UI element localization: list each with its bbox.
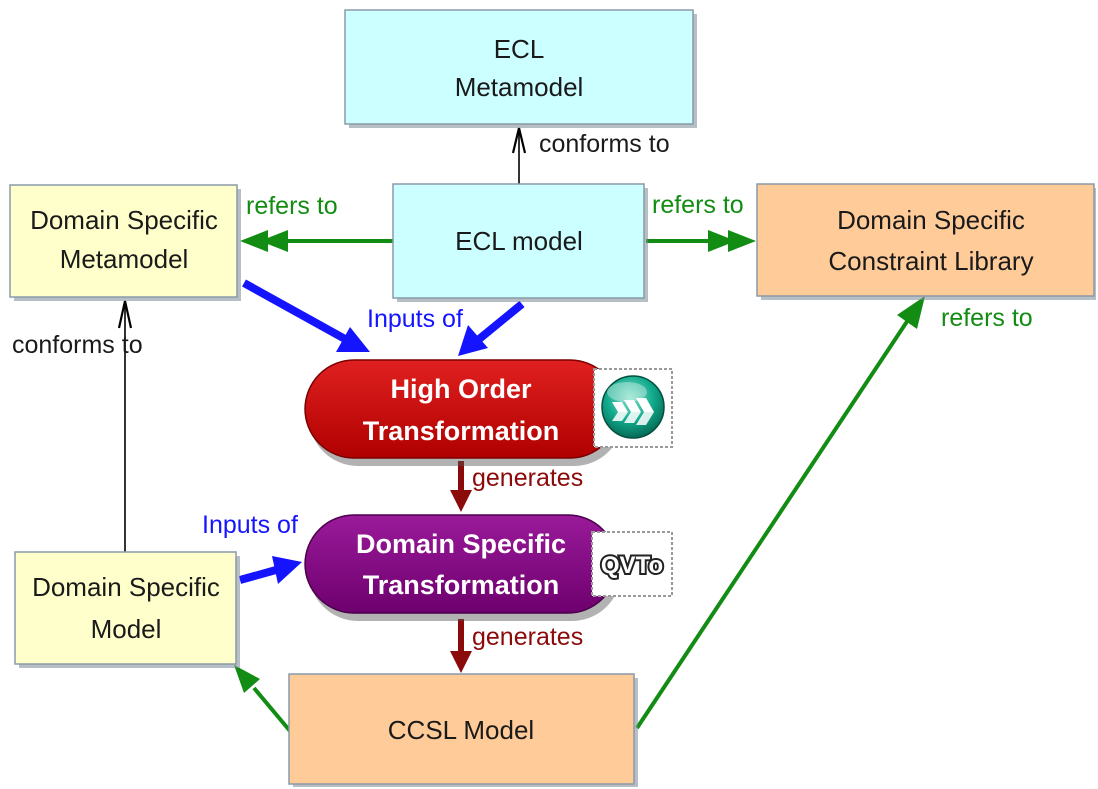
dst-label-line2: Transformation [363, 570, 560, 600]
inputs-of-label-hot: Inputs of [367, 305, 463, 333]
generates-edge-ccsl: generates [450, 619, 583, 673]
ccsl-model-box[interactable]: CCSL Model [288, 673, 638, 787]
generates-label-dst: generates [472, 464, 583, 492]
ecl-model-label: ECL model [455, 226, 583, 256]
refers-to-label-ccsl: refers to [941, 304, 1033, 332]
inputs-of-edge-ecl: Inputs of [367, 300, 525, 356]
ds-model-label-line2: Model [91, 614, 162, 644]
atl-logo-icon [593, 368, 673, 448]
inputs-of-edge-dsmm [242, 279, 370, 352]
ds-metamodel-label-line2: Metamodel [60, 244, 189, 274]
hot-label-line2: Transformation [363, 416, 560, 446]
ecl-metamodel-label-line2: Metamodel [455, 72, 584, 102]
inputs-of-label-dst: Inputs of [202, 511, 298, 539]
ecl-metamodel-box[interactable]: ECL Metamodel [344, 9, 697, 128]
conforms-to-edge-dsm: conforms to [12, 300, 143, 552]
refers-to-edge-ccsl-dsm [234, 665, 292, 733]
dst-label-line1: Domain Specific [356, 529, 566, 559]
ds-constraint-library-box[interactable]: Domain Specific Constraint Library [756, 183, 1096, 300]
ds-constraint-library-label-line1: Domain Specific [837, 205, 1025, 235]
qvto-logo-icon: QVTo [591, 531, 673, 597]
refers-to-label-lib: refers to [652, 191, 744, 219]
ecl-model-box[interactable]: ECL model [392, 183, 648, 302]
conforms-to-label-dsm: conforms to [12, 331, 143, 359]
hot-label-line1: High Order [390, 374, 532, 404]
ds-metamodel-label-line1: Domain Specific [30, 205, 218, 235]
inputs-of-edge-dsm: Inputs of [202, 511, 302, 584]
refers-to-edge-ccsl: refers to [635, 296, 1033, 730]
ds-metamodel-box[interactable]: Domain Specific Metamodel [9, 184, 241, 301]
refers-to-edge-lib: refers to [646, 191, 756, 252]
qvto-logo-text: QVTo [601, 552, 663, 579]
domain-specific-transformation-node[interactable]: Domain Specific Transformation QVTo [304, 514, 673, 621]
conforms-to-edge-ecl: conforms to [511, 127, 670, 184]
generates-edge-dst: generates [450, 461, 583, 512]
ds-model-label-line1: Domain Specific [32, 572, 220, 602]
high-order-transformation-node[interactable]: High Order Transformation [304, 359, 673, 466]
conforms-to-label-ecl: conforms to [539, 130, 670, 158]
generates-label-ccsl: generates [472, 623, 583, 651]
ecl-metamodel-label-line1: ECL [494, 34, 545, 64]
ccsl-model-label: CCSL Model [388, 715, 534, 745]
refers-to-edge-dsmm: refers to [240, 192, 393, 252]
ds-constraint-library-label-line2: Constraint Library [828, 246, 1033, 276]
ds-model-box[interactable]: Domain Specific Model [14, 551, 240, 668]
refers-to-label-dsmm: refers to [246, 192, 338, 220]
